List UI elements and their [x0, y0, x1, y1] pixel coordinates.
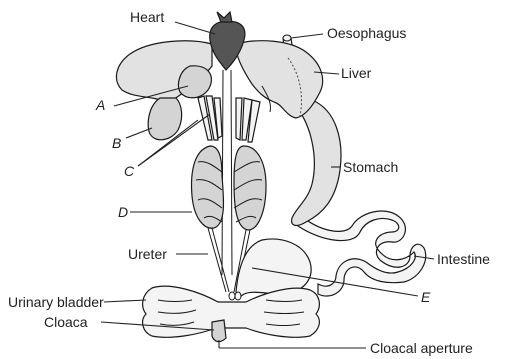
- stomach-shape: [292, 100, 341, 225]
- label-b: B: [112, 135, 121, 151]
- label-d: D: [118, 204, 128, 220]
- organ-c-group: [198, 96, 260, 142]
- cloaca-pore-2: [235, 292, 241, 300]
- kidney-right: [234, 146, 266, 230]
- spine-right: [231, 70, 232, 275]
- intestine-shape: [298, 211, 426, 296]
- label-urinary-bladder: Urinary bladder: [8, 294, 104, 310]
- label-cloacal-aperture: Cloacal aperture: [370, 340, 473, 356]
- label-e: E: [421, 289, 431, 305]
- cloaca-pore-1: [229, 292, 235, 300]
- label-cloaca: Cloaca: [44, 314, 88, 330]
- label-liver: Liver: [341, 65, 372, 81]
- label-ureter: Ureter: [128, 246, 167, 262]
- organ-a-shape: [178, 66, 211, 98]
- label-stomach: Stomach: [343, 159, 398, 175]
- oesophagus-opening: [283, 35, 291, 41]
- heart-vessel: [217, 12, 232, 22]
- label-a: A: [95, 97, 105, 113]
- cloaca-shape: [212, 320, 226, 342]
- label-heart: Heart: [130, 9, 164, 25]
- label-c: C: [124, 163, 135, 179]
- label-oesophagus: Oesophagus: [327, 25, 406, 41]
- ureter-left-2: [212, 228, 229, 292]
- label-intestine: Intestine: [437, 251, 490, 267]
- ureter-left: [208, 228, 226, 292]
- organ-b-shape: [148, 98, 181, 140]
